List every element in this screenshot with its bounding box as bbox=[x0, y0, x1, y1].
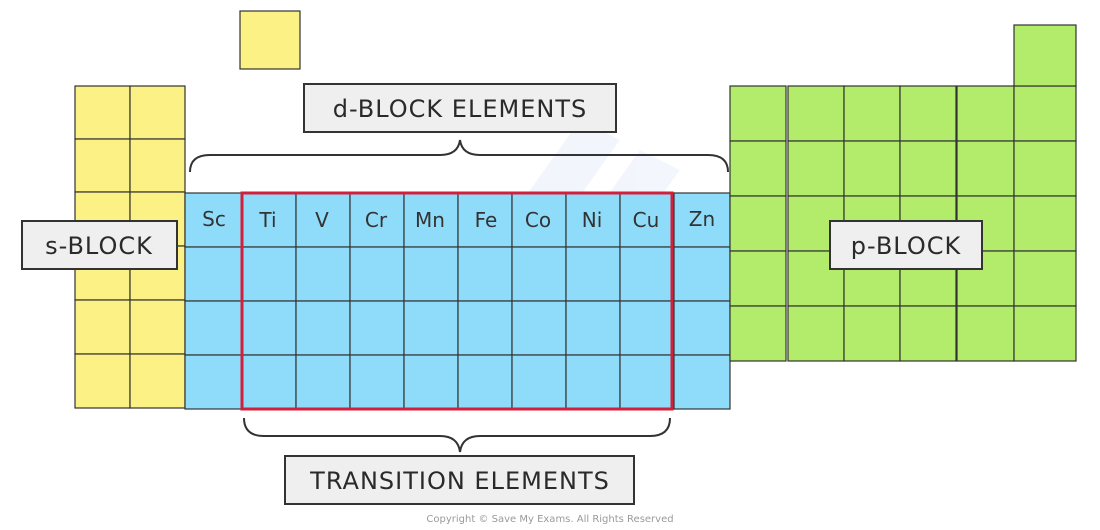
helium-cell bbox=[1013, 24, 1077, 87]
d-block-cell bbox=[511, 354, 567, 410]
transition-elements-highlight bbox=[240, 191, 674, 411]
d-block-cell bbox=[565, 246, 621, 302]
d-block-cell bbox=[457, 246, 513, 302]
s-block-cell bbox=[74, 138, 131, 193]
d-block-cell bbox=[619, 354, 675, 410]
s-block-label: s-BLOCK bbox=[21, 220, 178, 270]
p-block-cell bbox=[899, 140, 957, 197]
d-block-cell bbox=[241, 192, 297, 248]
p-block-cell bbox=[843, 85, 901, 142]
d-block-cell bbox=[619, 246, 675, 302]
element-ti: Ti bbox=[258, 208, 276, 232]
p-block-cell bbox=[899, 85, 957, 142]
p-block-cell bbox=[899, 305, 957, 362]
p-block-cell bbox=[787, 85, 845, 142]
p-block-cell bbox=[787, 140, 845, 197]
p-block-cells bbox=[729, 24, 1077, 362]
d-block-cell bbox=[403, 246, 459, 302]
d-block-cell bbox=[295, 246, 351, 302]
p-block-label: p-BLOCK bbox=[829, 220, 983, 270]
element-zn: Zn bbox=[689, 207, 715, 231]
d-block-cell bbox=[511, 300, 567, 356]
p-block-cell bbox=[843, 305, 901, 362]
p-block-cell bbox=[1013, 85, 1077, 142]
d-block-cell bbox=[349, 300, 405, 356]
d-block-cell bbox=[295, 300, 351, 356]
p-block-cell bbox=[729, 85, 787, 142]
d-block-cell bbox=[349, 192, 405, 248]
hydrogen-cell bbox=[239, 10, 301, 70]
p-block-cell bbox=[729, 305, 787, 362]
d-block-cell bbox=[184, 300, 243, 356]
d-block-brace bbox=[189, 139, 729, 173]
p-block-cell bbox=[956, 85, 1015, 142]
s-block-cell bbox=[74, 85, 131, 140]
transition-elements-label: TRANSITION ELEMENTS bbox=[284, 455, 635, 505]
d-block-cell bbox=[511, 246, 567, 302]
p-block-label-text: p-BLOCK bbox=[851, 232, 962, 260]
p-block-cell bbox=[787, 305, 845, 362]
s-block-cell bbox=[129, 299, 186, 355]
d-block-cell bbox=[565, 300, 621, 356]
s-block-cell bbox=[74, 353, 131, 409]
d-block-cell bbox=[673, 354, 731, 410]
p-block-cell bbox=[843, 140, 901, 197]
d-block-cell bbox=[619, 300, 675, 356]
d-block-label: d-BLOCK ELEMENTS bbox=[303, 83, 617, 133]
p-block-cell bbox=[956, 140, 1015, 197]
d-block-cell bbox=[349, 354, 405, 410]
element-cr: Cr bbox=[365, 208, 388, 232]
d-block-cell bbox=[349, 246, 405, 302]
element-symbols: Sc Ti V Cr Mn Fe Co Ni Cu Zn bbox=[202, 207, 715, 232]
d-block-cell bbox=[295, 192, 351, 248]
d-block-cell bbox=[241, 246, 297, 302]
d-block-cell bbox=[565, 354, 621, 410]
d-block-cell bbox=[673, 300, 731, 356]
d-block-cell bbox=[565, 192, 621, 248]
element-fe: Fe bbox=[475, 208, 498, 232]
d-block-cell bbox=[295, 354, 351, 410]
element-co: Co bbox=[525, 208, 551, 232]
d-block-cell bbox=[673, 246, 731, 302]
s-block-cell bbox=[129, 85, 186, 140]
p-block-cell bbox=[729, 250, 787, 307]
d-block-cells bbox=[184, 192, 731, 410]
d-block-cell bbox=[511, 192, 567, 248]
p-block-cell bbox=[729, 195, 787, 252]
s-block-label-text: s-BLOCK bbox=[45, 232, 153, 260]
s-block-cell bbox=[129, 138, 186, 193]
p-block-cell bbox=[729, 140, 787, 197]
transition-elements-label-text: TRANSITION ELEMENTS bbox=[309, 467, 610, 495]
s-block-cell bbox=[129, 353, 186, 409]
p-block-cell bbox=[1013, 250, 1077, 307]
d-block-cell bbox=[403, 354, 459, 410]
p-block-cell bbox=[1013, 140, 1077, 197]
d-block-cell bbox=[241, 300, 297, 356]
d-block-cell bbox=[619, 192, 675, 248]
d-block-cell bbox=[457, 300, 513, 356]
copyright-text: Copyright © Save My Exams. All Rights Re… bbox=[426, 514, 673, 525]
d-block-cell bbox=[184, 354, 243, 410]
element-mn: Mn bbox=[415, 208, 445, 232]
element-v: V bbox=[315, 208, 329, 232]
element-cu: Cu bbox=[633, 208, 660, 232]
d-block-cell bbox=[241, 354, 297, 410]
s-block-cell bbox=[74, 299, 131, 355]
p-block-cell bbox=[1013, 195, 1077, 252]
d-block-cell bbox=[673, 192, 731, 248]
d-block-cell bbox=[184, 192, 243, 248]
d-block-cell bbox=[403, 300, 459, 356]
p-block-cell bbox=[1013, 305, 1077, 362]
d-block-cell bbox=[457, 354, 513, 410]
d-block-cell bbox=[184, 246, 243, 302]
d-block-label-text: d-BLOCK ELEMENTS bbox=[333, 95, 587, 123]
p-block-cell bbox=[956, 305, 1015, 362]
element-ni: Ni bbox=[582, 208, 603, 232]
element-sc: Sc bbox=[202, 207, 226, 231]
transition-brace bbox=[243, 417, 671, 453]
